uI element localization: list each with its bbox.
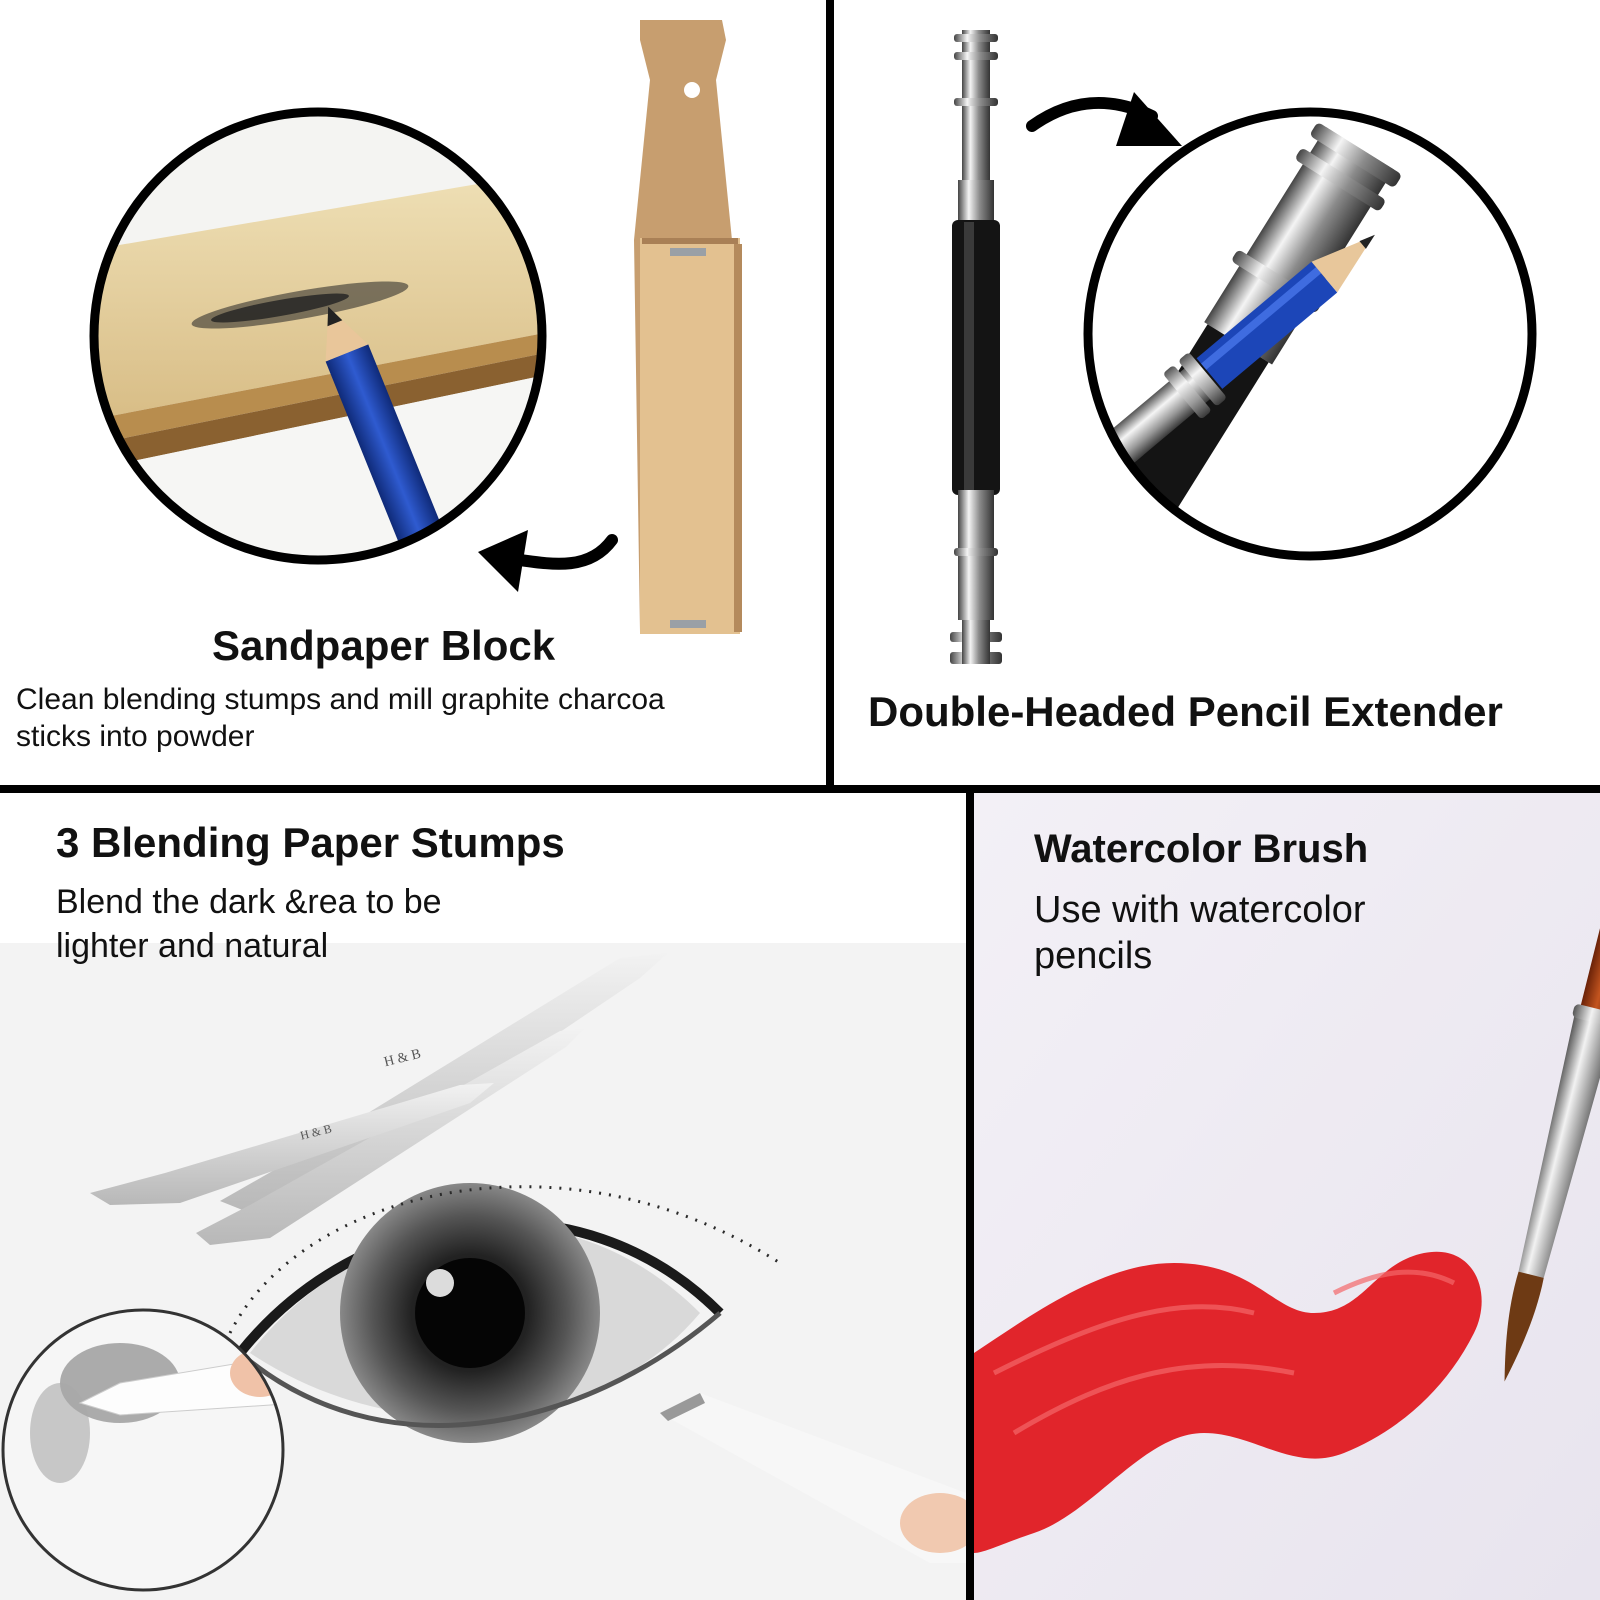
- sandpaper-block: [634, 20, 742, 634]
- stump-closeup: [3, 1310, 283, 1590]
- pencil-extender: [950, 30, 1002, 664]
- brush-illustration: [974, 793, 1600, 1600]
- sandpaper-illustration: [89, 20, 742, 634]
- panel-sandpaper-block: Sandpaper Block Clean blending stumps an…: [0, 0, 826, 785]
- magnifier-ring: [89, 107, 547, 565]
- extender-illustration: [950, 30, 1537, 664]
- divider-vertical-top: [826, 0, 834, 790]
- divider-vertical-bottom: [966, 790, 974, 1600]
- panel-blending-stumps: H & B H & B 3 Blending Paper Stumps Blen…: [0, 793, 966, 1600]
- blending-stump-in-hand: [660, 1393, 966, 1563]
- extender-title: Double-Headed Pencil Extender: [868, 688, 1503, 735]
- magnifier-ring: [1083, 107, 1537, 561]
- sandpaper-title: Sandpaper Block: [212, 622, 556, 669]
- extender-closeup: [1088, 112, 1532, 556]
- curved-arrow-icon: [1026, 92, 1182, 146]
- brush-desc-line2: pencils: [1034, 935, 1153, 977]
- blending-stump: [90, 1083, 494, 1205]
- stumps-desc-line2: lighter and natural: [56, 927, 329, 965]
- panel-pencil-extender: Double-Headed Pencil Extender: [834, 0, 1600, 785]
- sandpaper-closeup: [94, 112, 542, 560]
- brush-desc-line1: Use with watercolor: [1034, 889, 1366, 931]
- panel-watercolor-brush: Watercolor Brush Use with watercolor pen…: [974, 793, 1600, 1600]
- curved-arrow-icon: [478, 530, 618, 592]
- blending-stump: [196, 1029, 584, 1245]
- sandpaper-desc-line2: sticks into powder: [16, 720, 255, 753]
- stumps-desc-line1: Blend the dark &rea to be: [56, 883, 442, 921]
- sandpaper-desc-line1: Clean blending stumps and mill graphite …: [16, 683, 665, 716]
- watercolor-brush: [1504, 827, 1600, 1382]
- stumps-illustration: [0, 943, 966, 1600]
- divider-horizontal: [0, 785, 1600, 793]
- brush-title: Watercolor Brush: [1034, 827, 1369, 871]
- magnifier-ring: [1, 1308, 285, 1592]
- eye-drawing: [228, 1183, 781, 1443]
- stumps-title: 3 Blending Paper Stumps: [56, 819, 565, 866]
